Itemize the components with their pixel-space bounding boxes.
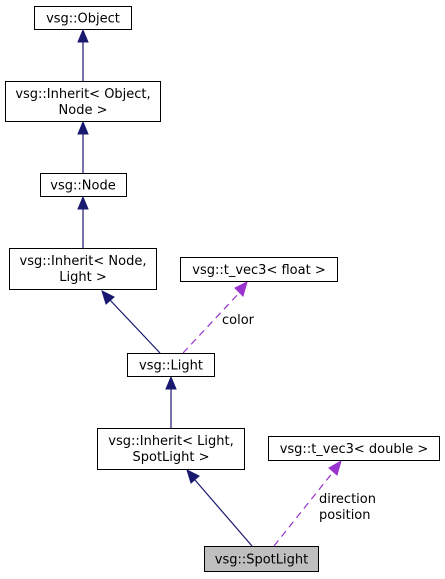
inheritance-arrowhead [77,195,89,210]
node-vsg-node[interactable]: vsg::Node [40,173,127,197]
edge-inherit-object-node-to-object [77,28,89,81]
edge-light-to-inherit-node-light [101,290,161,354]
node-vsg-inherit-node-light[interactable]: vsg::Inherit< Node, Light > [9,248,157,290]
node-label: vsg::SpotLight [215,553,308,568]
node-label: vsg::Light [139,359,203,374]
node-vsg-inherit-light-spotlight[interactable]: vsg::Inherit< Light, SpotLight > [97,428,245,470]
edge-label-position: position [319,508,371,523]
node-label-line1: vsg::Inherit< Object, [15,87,150,102]
edge-inherit-node-light-to-node [77,195,89,248]
inheritance-arrowhead [77,120,89,135]
inheritance-arrowhead [77,28,89,43]
node-label: vsg::t_vec3< float > [192,263,325,278]
inheritance-arrowhead [101,290,115,305]
node-label-line2: Node > [59,103,108,118]
node-label-line2: Light > [59,270,106,285]
edge-node-to-inherit-object-node [77,120,89,173]
node-label-line1: vsg::Inherit< Light, [108,434,233,449]
node-vsg-spotlight[interactable]: vsg::SpotLight [204,546,319,572]
inheritance-arrowhead [165,375,177,390]
edge-label-direction: direction [319,492,376,507]
node-vsg-object[interactable]: vsg::Object [34,6,132,30]
node-label-line1: vsg::Inherit< Node, [20,254,147,269]
node-label: vsg::Object [46,12,120,27]
edge-light-color-to-t-vec3-float [182,281,248,354]
node-label: vsg::t_vec3< double > [280,442,429,457]
node-vsg-light[interactable]: vsg::Light [127,353,215,377]
node-vsg-t-vec3-double[interactable]: vsg::t_vec3< double > [268,436,440,461]
inheritance-arrowhead [186,469,200,484]
node-vsg-t-vec3-float[interactable]: vsg::t_vec3< float > [180,257,338,282]
edge-inherit-light-spotlight-to-light [165,375,177,428]
node-label: vsg::Node [50,179,115,194]
edge-spotlight-to-inherit-light-spotlight [186,469,253,547]
edge-label-color: color [222,313,255,328]
node-vsg-inherit-object-node[interactable]: vsg::Inherit< Object, Node > [5,81,161,122]
node-label-line2: SpotLight > [132,450,209,465]
usage-arrowhead [234,281,248,297]
usage-arrowhead [328,459,342,476]
edge-spotlight-direction-position-to-t-vec3-double [273,459,342,547]
